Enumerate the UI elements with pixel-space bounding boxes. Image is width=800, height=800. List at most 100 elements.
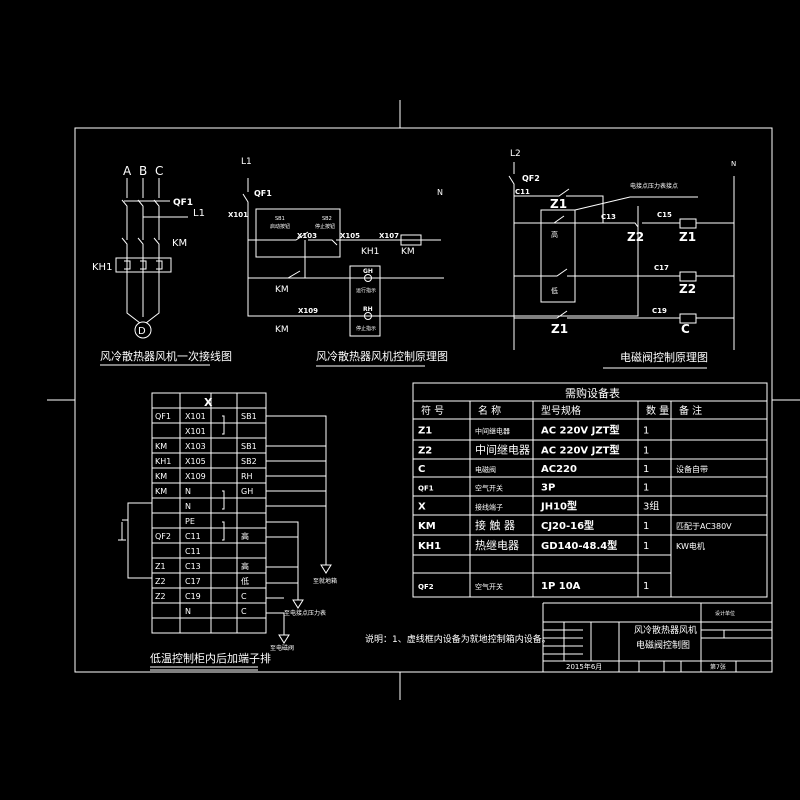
valve-diagram-title: 电磁阀控制原理图 <box>620 350 708 364</box>
equipment-cell: JH10型 <box>540 500 577 513</box>
equipment-cell: AC 220V JZT型 <box>541 444 619 457</box>
valve-qf2: QF2 <box>522 174 540 183</box>
primary-wiring-diagram: A B C QF1 L1 KM KH1 D 风冷散热器风机一次接线图 <box>92 164 232 366</box>
stop-indicator-label: 停止指示 <box>356 325 376 332</box>
equipment-cell: 1 <box>643 521 649 532</box>
drawing-name-line2: 电磁阀控制图 <box>636 639 690 651</box>
rh-label: RH <box>363 306 373 313</box>
equipment-cell: X <box>418 502 426 513</box>
c13-label: C13 <box>601 213 616 221</box>
equipment-cell: Z1 <box>418 426 432 437</box>
drawing-frame <box>47 100 800 700</box>
equipment-cell: KH1 <box>418 541 441 552</box>
phase-a: A <box>123 164 132 178</box>
drawing-date: 2015年6月 <box>566 662 602 671</box>
equipment-header-cell: 名 称 <box>478 404 501 417</box>
terminal-strip-title: 低温控制柜内后加端子排 <box>150 651 271 665</box>
x101-label: X101 <box>228 211 248 219</box>
terminal-cell: X101 <box>185 427 206 436</box>
z2-coil-label: Z2 <box>679 282 696 296</box>
equipment-cell: 1 <box>643 464 649 475</box>
valve-coil-label: C <box>681 322 690 336</box>
equipment-cell: 空气开关 <box>475 582 503 591</box>
to-gauge-label: 至电接点压力表 <box>284 609 326 617</box>
equipment-cell: 电磁阀 <box>475 465 496 474</box>
qf1-label: QF1 <box>173 198 193 208</box>
terminal-cell: C17 <box>185 577 201 586</box>
equipment-cell: 接 触 器 <box>475 518 515 532</box>
equipment-cell: 1 <box>643 426 649 437</box>
run-indicator-label: 运行指示 <box>356 287 376 294</box>
sb2-label: SB2 <box>322 216 332 222</box>
primary-diagram-title: 风冷散热器风机一次接线图 <box>100 349 232 363</box>
low-contact-label: 低 <box>551 286 558 295</box>
z2-nc-contact-label: Z2 <box>627 230 644 244</box>
equipment-cell: AC 220V JZT型 <box>541 424 619 437</box>
terminal-cell: SB1 <box>241 412 257 421</box>
equipment-cell: 设备自带 <box>676 464 708 474</box>
x103-label: X103 <box>297 232 317 240</box>
motor-symbol: D <box>138 326 146 337</box>
equipment-cell: 1 <box>643 581 649 592</box>
terminal-cell: KM <box>155 487 167 496</box>
equipment-cell: 1 <box>643 541 649 552</box>
terminal-cell: GH <box>241 487 253 496</box>
terminal-cell: X101 <box>185 412 206 421</box>
x109-label: X109 <box>298 307 318 315</box>
terminal-cell: Z2 <box>155 577 166 586</box>
run-indicator-lamp <box>364 274 372 282</box>
equipment-header-cell: 符 号 <box>421 404 444 417</box>
equipment-cell: 3组 <box>643 500 659 513</box>
terminal-cell: C <box>241 592 247 601</box>
terminal-cell: 低 <box>241 576 249 586</box>
z1-contact-top: Z1 <box>550 197 567 211</box>
x105-label: X105 <box>340 232 360 240</box>
z1-coil-label: Z1 <box>679 230 696 244</box>
terminal-cell: C11 <box>185 547 201 556</box>
drawing-name-line1: 风冷散热器风机 <box>634 624 697 636</box>
gh-label: GH <box>363 268 373 275</box>
km-nc-contact-label: KM <box>275 325 289 335</box>
c15-label: C15 <box>657 211 672 219</box>
terminal-cell: C13 <box>185 562 201 571</box>
pressure-gauge-contact-note: 电接点压力表接点 <box>630 182 678 190</box>
terminal-cell: KH1 <box>155 457 171 466</box>
stop-indicator-lamp <box>364 312 372 320</box>
terminal-cell: N <box>185 487 191 496</box>
terminal-cell: QF2 <box>155 532 171 541</box>
equipment-cell: AC220 <box>541 464 577 475</box>
to-fan-box-label: 至就地箱 <box>313 577 337 585</box>
equipment-table-title: 需购设备表 <box>565 386 620 400</box>
valve-l2: L2 <box>510 149 521 159</box>
l1-label: L1 <box>193 208 205 219</box>
equipment-cell: C <box>418 464 425 475</box>
equipment-cell: Z2 <box>418 446 432 457</box>
sheet-number: 第7张 <box>710 663 726 671</box>
equipment-cell: 1 <box>643 483 649 494</box>
equipment-cell: QF1 <box>418 485 434 493</box>
terminal-cell: N <box>185 502 191 511</box>
to-valve-label: 至电磁阀 <box>270 644 294 652</box>
stop-button-label: 停止按钮 <box>315 223 335 230</box>
terminal-cell: C <box>241 607 247 616</box>
x107-label: X107 <box>379 232 399 240</box>
design-company: 设计单位 <box>715 610 735 617</box>
fan-control-diagram: L1 QF1 X101 N SB1 启动按钮 SB2 停止按钮 X103 X10… <box>228 157 639 367</box>
terminal-cell: C19 <box>185 592 201 601</box>
terminal-header: X <box>204 396 213 409</box>
equipment-cell: 中间继电器 <box>475 444 530 457</box>
terminal-cell: C11 <box>185 532 201 541</box>
terminal-cell: 高 <box>241 531 249 541</box>
c11-label: C11 <box>515 188 530 196</box>
equipment-cell: KM <box>418 521 436 532</box>
terminal-cell: X109 <box>185 472 206 481</box>
drawing-note: 说明：1、虚线框内设备为就地控制箱内设备。 <box>365 633 551 645</box>
c19-label: C19 <box>652 307 667 315</box>
c17-label: C17 <box>654 264 669 272</box>
high-contact-label: 高 <box>551 230 558 239</box>
terminal-cell: N <box>185 607 191 616</box>
terminal-cell: 高 <box>241 561 249 571</box>
